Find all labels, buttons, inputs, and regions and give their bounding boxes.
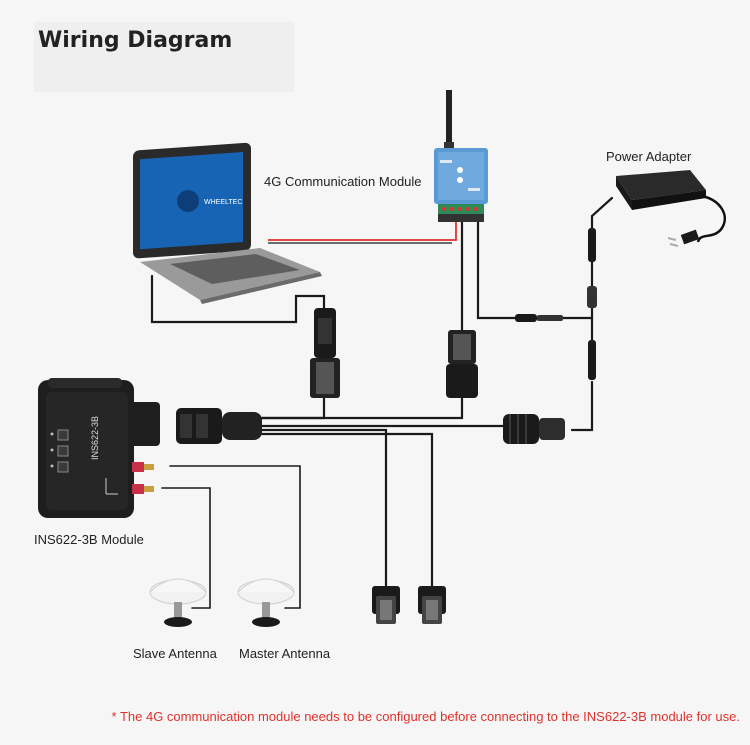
- comm-module-label: 4G Communication Module: [264, 174, 422, 189]
- slave-antenna-cable: [161, 487, 211, 609]
- ins-module: INS622-3B: [38, 378, 160, 518]
- harness-to-db9-a: [260, 428, 388, 590]
- harness-power-plug: [503, 414, 565, 444]
- adapter-ac-cord: [696, 194, 727, 243]
- master-antenna-cable: [169, 465, 301, 609]
- master-antenna: [237, 578, 295, 627]
- db9-output-b: [418, 586, 446, 624]
- laptop-brand-text: WHEELTEC: [204, 199, 242, 206]
- laptop-keyboard: [170, 254, 300, 284]
- db9-laptop: [310, 308, 340, 398]
- harness-to-db9-b: [260, 432, 434, 590]
- ins-antenna-port-slave: [132, 484, 144, 494]
- power-adapter-label: Power Adapter: [606, 149, 692, 164]
- master-antenna-label: Master Antenna: [239, 646, 331, 661]
- ins-antenna-port-master: [132, 462, 144, 472]
- harness-to-laptop-db9: [260, 396, 326, 420]
- configuration-note: * The 4G communication module needs to b…: [111, 709, 740, 724]
- ins-main-port: [128, 402, 160, 446]
- harness-main-connector: [176, 408, 262, 444]
- ac-plug: [680, 229, 700, 245]
- ins-device-label: INS622-3B: [90, 416, 100, 460]
- ins-module-label: INS622-3B Module: [34, 532, 144, 547]
- diagram-title: Wiring Diagram: [38, 28, 233, 53]
- db9-comm: [446, 330, 478, 398]
- slave-antenna: [149, 578, 207, 627]
- power-adapter: [616, 170, 727, 247]
- comm-module: [434, 90, 488, 222]
- comm-antenna: [446, 90, 452, 150]
- power-inline-connectors: [515, 228, 597, 380]
- laptop: WHEELTEC: [133, 142, 322, 304]
- comm-power-cable: [476, 220, 517, 320]
- db9-output-a: [372, 586, 400, 624]
- laptop-serial-cable: [150, 274, 326, 324]
- slave-antenna-label: Slave Antenna: [133, 646, 217, 661]
- title-background: [34, 22, 294, 92]
- red-power-wire: [268, 222, 457, 241]
- harness-to-comm-db9: [260, 394, 464, 420]
